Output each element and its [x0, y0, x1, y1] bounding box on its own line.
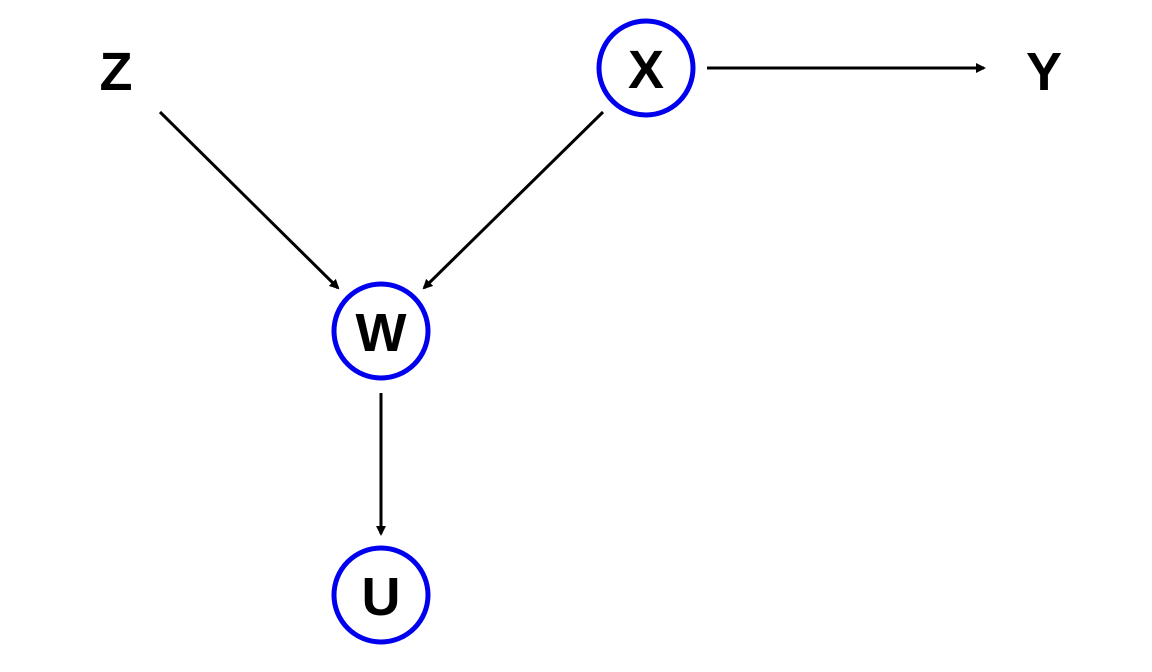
node-u: U: [331, 545, 431, 645]
node-w-label: W: [356, 303, 407, 363]
node-x-label: X: [628, 40, 664, 100]
node-y-label: Y: [1026, 42, 1062, 102]
node-u-circle: [331, 545, 431, 645]
node-x: X: [596, 18, 696, 118]
node-z-label: Z: [100, 42, 133, 102]
node-w-circle: [331, 281, 431, 381]
node-w: W: [331, 281, 431, 381]
node-u-label: U: [362, 567, 401, 627]
node-x-circle: [596, 18, 696, 118]
nodes: Z X Y W U: [100, 18, 1062, 645]
node-y: Y: [1026, 42, 1062, 102]
edge-z-to-w: [158, 110, 340, 290]
edge-x-to-w: [422, 110, 605, 290]
edges: [158, 63, 986, 536]
node-z: Z: [100, 42, 133, 102]
